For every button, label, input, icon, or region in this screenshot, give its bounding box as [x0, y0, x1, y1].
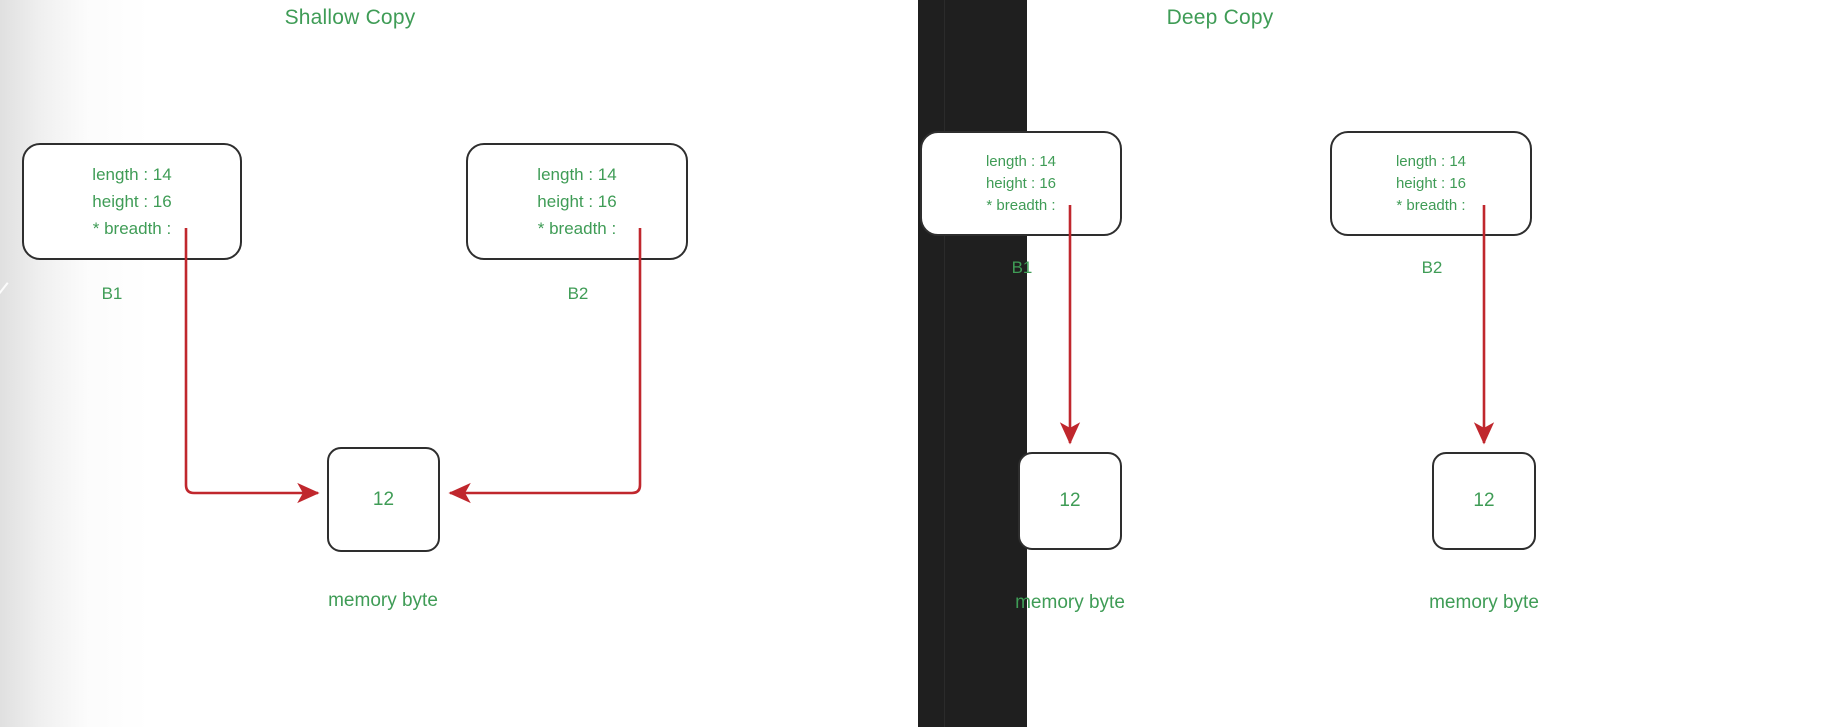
- page-edge-tick: [0, 282, 30, 320]
- object-box-b2-deep: length : 14 height : 16 * breadth :: [1330, 131, 1532, 236]
- memory-byte-caption-b1: memory byte: [1015, 592, 1125, 613]
- object-caption-b2-deep: B2: [1421, 258, 1443, 277]
- memory-byte-box-b2: 12: [1432, 452, 1536, 550]
- object-field-height: height : 16: [985, 174, 1057, 192]
- panel-deep-copy: [1027, 0, 1824, 727]
- object-field-breadth-pointer: * breadth :: [92, 219, 172, 238]
- object-field-breadth-pointer: * breadth :: [1396, 196, 1466, 214]
- page-edge-shading: [0, 0, 150, 727]
- object-caption-b1-shallow: B1: [101, 284, 123, 303]
- memory-byte-value: 12: [1059, 490, 1081, 511]
- panel-shallow-copy: [0, 0, 150, 727]
- panel-title-shallow-copy: Shallow Copy: [284, 6, 416, 29]
- memory-byte-value: 12: [1473, 490, 1495, 511]
- object-box-b2-shallow: length : 14 height : 16 * breadth :: [466, 143, 688, 260]
- object-field-breadth-pointer: * breadth :: [537, 219, 617, 238]
- object-field-height: height : 16: [1395, 174, 1467, 192]
- memory-byte-box-shared: 12: [327, 447, 440, 552]
- object-box-b1-shallow: length : 14 height : 16 * breadth :: [22, 143, 242, 260]
- object-field-breadth-pointer: * breadth :: [986, 196, 1056, 214]
- object-caption-b1-deep: B1: [1011, 258, 1033, 277]
- object-field-length: length : 14: [985, 152, 1057, 170]
- memory-byte-value: 12: [372, 488, 395, 510]
- memory-byte-box-b1: 12: [1018, 452, 1122, 550]
- object-field-length: length : 14: [92, 165, 172, 184]
- panel-title-deep-copy: Deep Copy: [1166, 6, 1274, 29]
- object-field-height: height : 16: [92, 192, 172, 211]
- memory-byte-caption-shared: memory byte: [328, 590, 438, 611]
- object-box-b1-deep: length : 14 height : 16 * breadth :: [920, 131, 1122, 236]
- object-field-length: length : 14: [1395, 152, 1467, 170]
- object-field-length: length : 14: [537, 165, 617, 184]
- object-caption-b2-shallow: B2: [567, 284, 589, 303]
- memory-byte-caption-b2: memory byte: [1429, 592, 1539, 613]
- panel-separator-bar: [918, 0, 1027, 727]
- object-field-height: height : 16: [537, 192, 617, 211]
